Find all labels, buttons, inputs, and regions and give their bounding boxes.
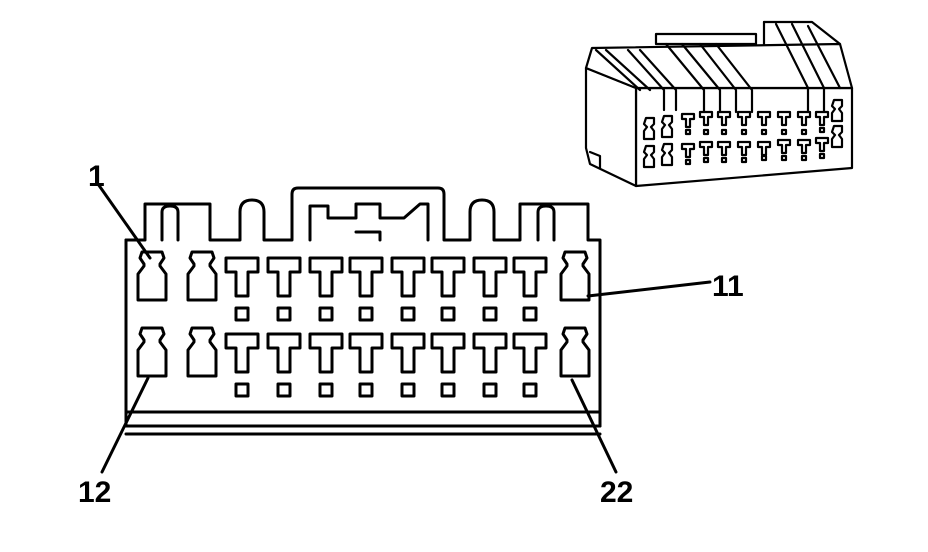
cavity-key — [440, 382, 456, 398]
cavity-pin-4 — [266, 256, 302, 298]
cavity-key — [276, 306, 292, 322]
cavity-pin-14 — [224, 332, 260, 374]
leader-pin-1 — [96, 182, 152, 260]
cavity-key — [482, 306, 498, 322]
isometric-connector-inset — [584, 20, 854, 188]
pin-label-22: 22 — [600, 476, 633, 509]
cavity-pin-11 — [559, 250, 591, 302]
cavity-key — [522, 306, 538, 322]
cavity-pin-3 — [224, 256, 260, 298]
cavity-key — [482, 382, 498, 398]
cavity-key — [318, 306, 334, 322]
pin-label-11: 11 — [712, 270, 744, 303]
cavity-pin-15 — [266, 332, 302, 374]
pin-label-1: 1 — [88, 160, 105, 193]
inset-top-row-cavities — [642, 98, 844, 141]
cavity-pin-19 — [430, 332, 466, 374]
cavity-key — [440, 306, 456, 322]
cavity-key — [400, 382, 416, 398]
cavity-key — [400, 306, 416, 322]
cavity-key — [234, 382, 250, 398]
cavity-key — [234, 306, 250, 322]
cavity-pin-1 — [136, 250, 168, 302]
leader-pin-22 — [570, 378, 618, 474]
cavity-pin-21 — [512, 332, 548, 374]
cavity-key — [358, 382, 374, 398]
cavity-pin-17 — [348, 332, 384, 374]
pin-label-12: 12 — [78, 476, 111, 509]
inset-bottom-row-cavities — [642, 124, 844, 169]
cavity-key — [358, 306, 374, 322]
cavity-key — [276, 382, 292, 398]
cavity-key — [318, 382, 334, 398]
cavity-pin-20 — [472, 332, 508, 374]
cavity-pin-13 — [186, 326, 218, 378]
leader-pin-12 — [100, 376, 150, 474]
cavity-pin-8 — [430, 256, 466, 298]
cavity-pin-2 — [186, 250, 218, 302]
cavity-pin-16 — [308, 332, 344, 374]
cavity-pin-5 — [308, 256, 344, 298]
cavity-pin-9 — [472, 256, 508, 298]
connector-cavities — [136, 250, 591, 398]
leader-pin-11 — [586, 280, 712, 298]
leader-lines — [96, 182, 712, 474]
cavity-key — [522, 382, 538, 398]
cavity-pin-6 — [348, 256, 384, 298]
cavity-pin-18 — [390, 332, 426, 374]
cavity-pin-10 — [512, 256, 548, 298]
cavity-pin-12 — [136, 326, 168, 378]
connector-face-view — [124, 186, 602, 436]
cavity-pin-22 — [559, 326, 591, 378]
inset-bottom-row-keys — [684, 152, 826, 166]
cavity-pin-7 — [390, 256, 426, 298]
inset-top-row-keys — [684, 126, 826, 136]
